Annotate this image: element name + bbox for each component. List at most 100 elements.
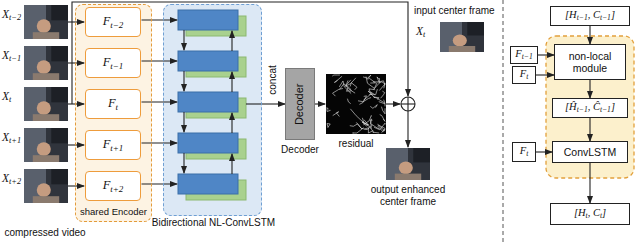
backward-arrow xyxy=(231,154,232,174)
arrow-connector xyxy=(536,74,554,75)
arrow-connector xyxy=(262,103,285,104)
residual-edge xyxy=(367,79,375,83)
lstm-cell xyxy=(178,51,238,71)
frame-shadow xyxy=(51,169,68,184)
subscript: t−1 xyxy=(577,105,588,114)
subscript: t+2 xyxy=(9,177,21,186)
frame-shadow xyxy=(51,46,68,61)
arrow-connector xyxy=(536,151,552,152)
frame-hand xyxy=(399,161,413,174)
subscript: t−1 xyxy=(110,61,123,71)
encoder-feature-box: Ft xyxy=(85,89,141,119)
decoder-box: Decoder xyxy=(285,68,315,140)
residual-edge xyxy=(347,99,350,104)
residual-edge xyxy=(377,99,385,104)
subscript: t xyxy=(116,102,119,112)
residual-edge xyxy=(379,83,385,90)
symbol: F xyxy=(520,68,526,79)
forward-arrow xyxy=(183,71,184,91)
residual-arrow xyxy=(386,103,400,104)
video-frame xyxy=(24,5,68,39)
symbol: [Ĥ xyxy=(565,101,577,112)
symbol: ] xyxy=(602,207,606,218)
residual-edge xyxy=(373,81,385,85)
residual-edge xyxy=(369,126,379,133)
arrow-connector xyxy=(589,80,590,98)
frame-label: Xt xyxy=(2,90,11,105)
residual-edge xyxy=(374,123,385,130)
convlstm-region: Bidirectional NL-ConvLSTM xyxy=(163,4,262,216)
state-box: [Ĥt−1, Ĉt−1] xyxy=(552,98,628,118)
residual-edge xyxy=(340,84,352,91)
subscript: t−2 xyxy=(9,13,21,22)
residual-edge xyxy=(346,80,355,93)
symbol: ] xyxy=(611,101,615,112)
video-frame xyxy=(24,46,68,80)
panel-separator xyxy=(503,0,504,243)
sum-cross xyxy=(407,97,408,111)
frame-table xyxy=(33,196,59,203)
backward-arrow xyxy=(231,31,232,51)
encoder-feature-box: Ft−2 xyxy=(85,7,141,37)
forward-arrow xyxy=(183,153,184,173)
symbol: X xyxy=(2,172,9,184)
residual-edge xyxy=(370,105,377,109)
sum-symbol xyxy=(401,97,415,111)
arrow-connector xyxy=(589,26,590,44)
box-text: ConvLSTM xyxy=(564,146,617,158)
image-label: input center frame xyxy=(414,5,495,17)
region-title: Bidirectional NL-ConvLSTM xyxy=(150,217,277,228)
subscript: t−1 xyxy=(9,54,21,63)
box-text: Decoder xyxy=(294,83,307,125)
arrow-connector xyxy=(538,54,554,55)
arrow-connector xyxy=(589,118,590,141)
frame-bg xyxy=(386,148,430,180)
frame-hand xyxy=(37,101,51,115)
residual-edge xyxy=(381,91,385,98)
feature-box: Ft−1 xyxy=(510,46,538,64)
residual-edge xyxy=(332,75,340,76)
residual-edge xyxy=(374,82,385,90)
residual-edge xyxy=(380,115,385,122)
frame-shadow xyxy=(51,5,68,20)
residual-edge xyxy=(333,112,340,117)
residual-edge xyxy=(334,76,342,82)
frame-shadow xyxy=(467,22,484,36)
input-arrow xyxy=(68,103,84,104)
frame-hand xyxy=(37,60,51,74)
frame-table xyxy=(33,155,59,162)
backward-arrow xyxy=(231,113,232,133)
symbol: X xyxy=(2,90,9,102)
forward-arrow xyxy=(183,30,184,50)
symbol: F xyxy=(103,178,111,192)
subscript: t−1 xyxy=(600,13,611,22)
video-frame xyxy=(24,87,68,121)
image-label: output enhanced center frame xyxy=(365,184,451,207)
subscript: t xyxy=(586,211,588,220)
encoder-feature-box: Ft+2 xyxy=(85,171,141,201)
encoder-region: Ft−2Ft−1FtFt+1Ft+2shared Encoder xyxy=(75,4,152,222)
subscript: t xyxy=(9,95,11,104)
input-arrow xyxy=(68,185,84,186)
symbol: F xyxy=(103,55,111,69)
box-text: [Ht−1, Ct−1] xyxy=(565,9,615,23)
frame-hand xyxy=(37,19,51,33)
feature-arrow xyxy=(142,19,178,20)
lstm-cell xyxy=(178,133,238,153)
box-text: Ft+2 xyxy=(103,178,124,194)
residual-edge xyxy=(350,83,357,90)
box-text: [Ĥt−1, Ĉt−1] xyxy=(565,101,615,115)
video-frame xyxy=(386,148,430,180)
box-text: Ft−2 xyxy=(103,14,124,30)
frame-shadow xyxy=(51,128,68,143)
symbol: F xyxy=(103,14,111,28)
forward-arrow xyxy=(183,112,184,132)
feature-arrow xyxy=(142,142,178,143)
frame-table xyxy=(33,73,59,80)
symbol: , Ĉ xyxy=(588,101,600,112)
feature-arrow xyxy=(142,183,178,184)
subscript: t−1 xyxy=(577,13,588,22)
residual-edge xyxy=(350,124,362,129)
convlstm-region-fill xyxy=(163,4,262,216)
